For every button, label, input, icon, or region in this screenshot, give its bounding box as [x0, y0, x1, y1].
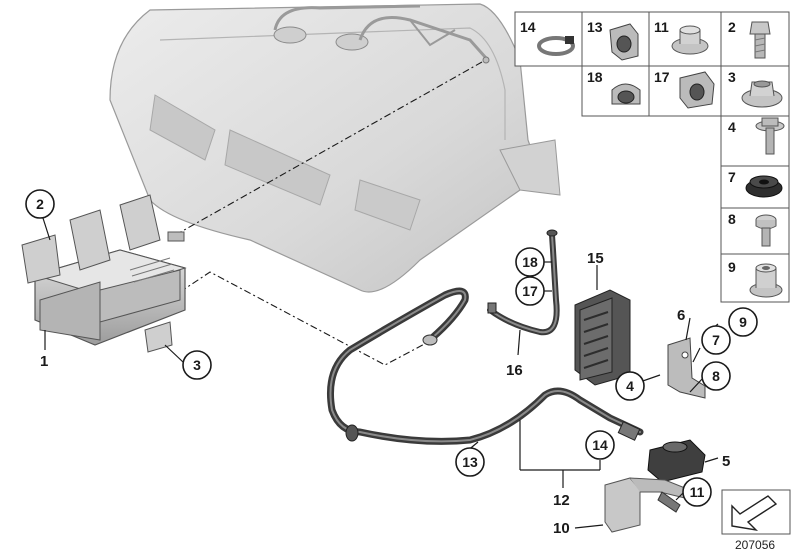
table-label-2: 2 [728, 19, 736, 35]
torx-screw-icon [755, 214, 777, 247]
callout-1: 1 [40, 353, 48, 370]
table-label-17: 17 [654, 69, 670, 85]
bracket-icon [667, 337, 706, 399]
table-cell [720, 207, 790, 255]
table-label-4: 4 [728, 119, 736, 135]
connection-line [179, 271, 433, 366]
callout-16: 16 [506, 362, 523, 379]
callout-6: 6 [677, 307, 685, 324]
callout-circle-14 [585, 430, 615, 460]
table-label-7: 7 [728, 169, 736, 185]
flange-screw-icon [755, 117, 785, 155]
table-label-13: 13 [587, 19, 603, 35]
spacer-sleeve-icon [749, 263, 783, 298]
table-label-11: 11 [654, 19, 669, 35]
callout-circle-17 [515, 276, 545, 306]
diagram-id: 207056 [735, 538, 776, 552]
callout-15: 15 [587, 250, 604, 267]
callout-circle-9 [728, 307, 758, 337]
pump-icon [617, 421, 706, 483]
callout-3: 3 [193, 357, 201, 373]
callout-11: 11 [690, 484, 705, 500]
parts-table: 14 13 11 2 18 17 3 4 7 8 9 [514, 11, 790, 303]
leader-lines [41, 214, 719, 529]
fuel-tank-icon [109, 3, 561, 293]
callout-5: 5 [722, 453, 730, 470]
flange-nut-icon [741, 80, 783, 108]
hose-line [326, 287, 644, 445]
hose-clip-icon [537, 36, 575, 56]
callout-8: 8 [712, 368, 720, 384]
callout-9: 9 [739, 314, 747, 330]
callout-circle-2 [25, 189, 55, 219]
clip-17-icon [679, 71, 715, 109]
direction-arrow-icon [721, 489, 791, 535]
callout-4: 4 [626, 378, 634, 394]
table-label-14: 14 [520, 19, 536, 35]
callout-2: 2 [36, 196, 44, 212]
callout-10: 10 [553, 520, 570, 537]
table-label-18: 18 [587, 69, 603, 85]
grommet-icon [745, 175, 783, 198]
table-label-8: 8 [728, 211, 736, 227]
clip-icon [609, 23, 639, 61]
hose-16 [487, 229, 560, 336]
callout-circle-13 [455, 447, 485, 477]
callout-18: 18 [522, 254, 538, 270]
callout-7: 7 [712, 332, 720, 348]
screw-icon [749, 21, 771, 59]
callout-17: 17 [522, 283, 538, 299]
table-label-9: 9 [728, 259, 736, 275]
support-10-icon [604, 477, 691, 533]
clip-18-icon [611, 83, 641, 105]
callout-circle-7 [701, 325, 731, 355]
callout-12: 12 [553, 492, 570, 509]
callout-circle-4 [615, 371, 645, 401]
table-label-3: 3 [728, 69, 736, 85]
callout-circle-3 [182, 350, 212, 380]
callout-13: 13 [462, 454, 478, 470]
callout-circle-11 [682, 477, 712, 507]
filter-icon [574, 289, 631, 386]
callout-14: 14 [592, 437, 608, 453]
nut-icon [671, 25, 709, 55]
callout-circle-18 [515, 247, 545, 277]
carbon-canister-icon [21, 194, 187, 353]
callout-circle-8 [701, 361, 731, 391]
